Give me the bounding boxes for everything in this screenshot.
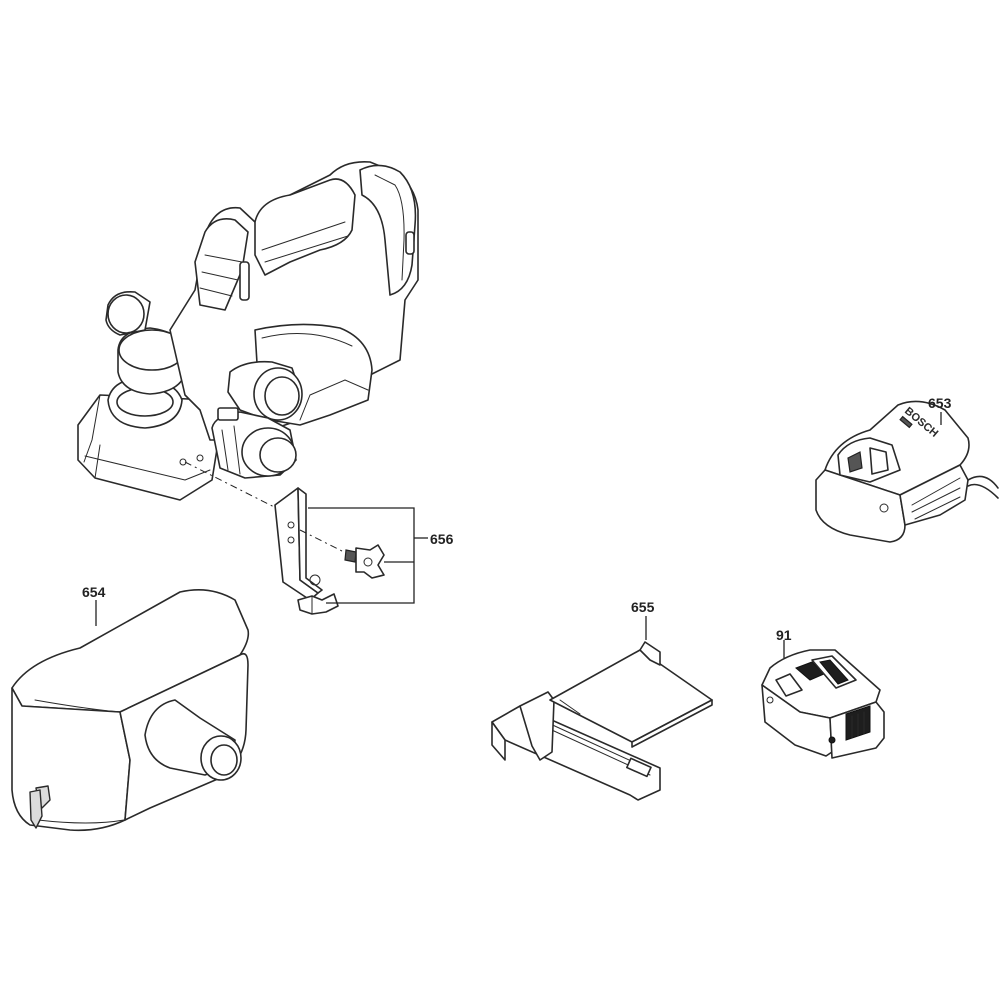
dust-bag [11, 589, 250, 832]
leader-656-bracket [308, 507, 415, 604]
guide-bracket [274, 487, 385, 615]
callout-656: 656 [430, 531, 454, 547]
planer-body [77, 160, 419, 501]
wing-nut [297, 593, 339, 615]
thumb-screw [344, 544, 385, 579]
battery-pack [761, 649, 885, 759]
callout-654: 654 [82, 584, 106, 600]
callout-653: 653 [928, 395, 952, 411]
callout-655: 655 [631, 599, 655, 615]
callout-91: 91 [776, 627, 792, 643]
charger: BOSCH [815, 400, 999, 543]
parallel-fence [491, 641, 713, 801]
